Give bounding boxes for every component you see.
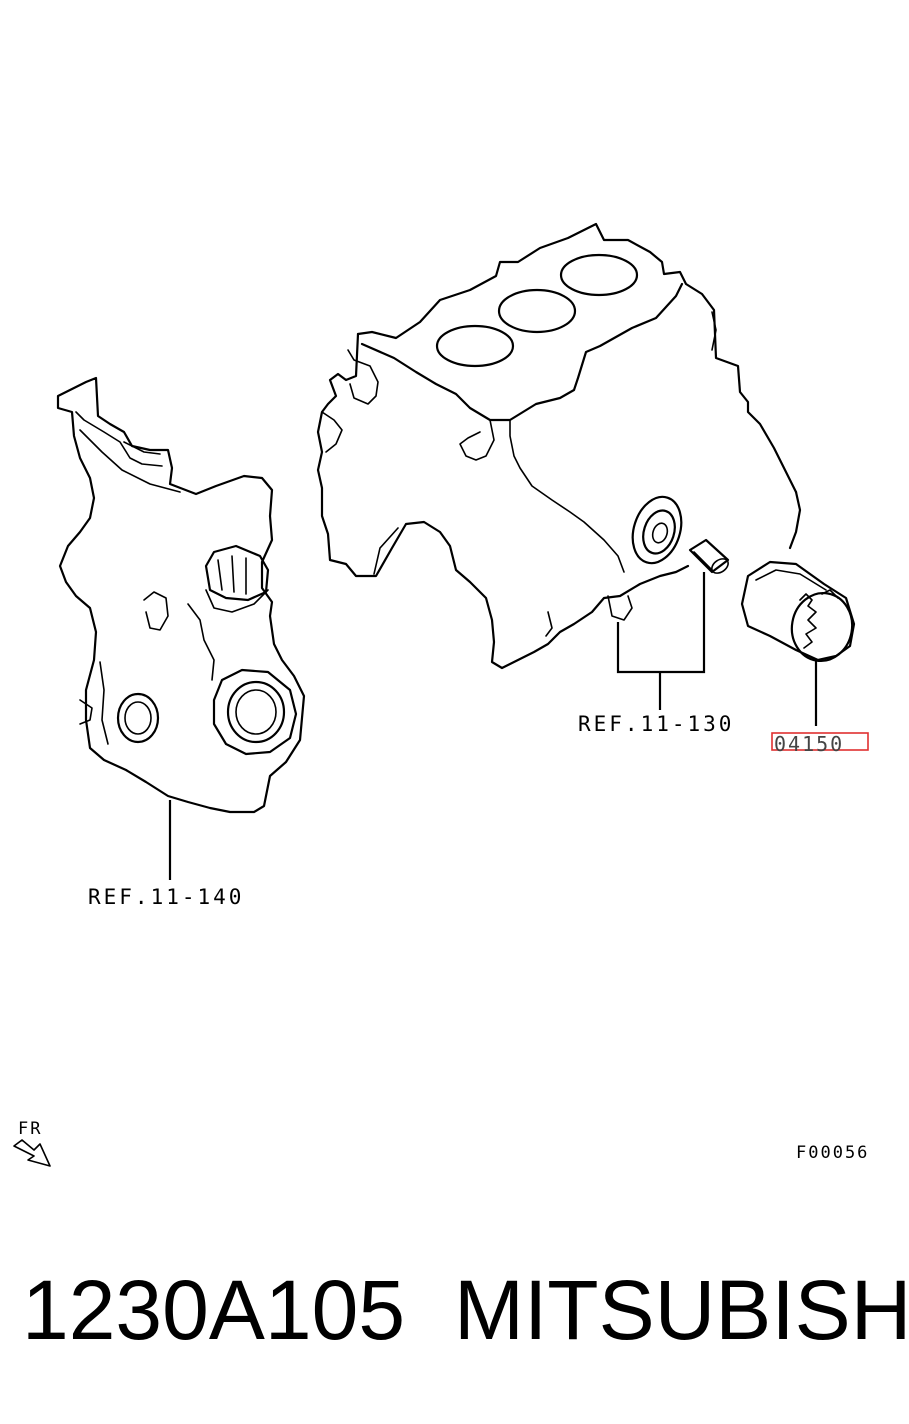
callout-highlight-box[interactable] (771, 732, 869, 751)
front-direction-arrow-icon (13, 1139, 51, 1167)
ref-label-11-130[interactable]: REF.11-130 (578, 712, 734, 736)
front-label: FR (18, 1119, 42, 1139)
part-number: 1230A105 (22, 1263, 406, 1357)
figure-code: F00056 (796, 1143, 869, 1163)
ref-label-11-140[interactable]: REF.11-140 (88, 885, 244, 909)
callout-part-number[interactable]: 04150 (774, 732, 844, 756)
engine-block-drawing (316, 222, 802, 670)
brand-name: MITSUBISHI (454, 1263, 909, 1357)
footer: 1230A105 MITSUBISHI (0, 1262, 909, 1372)
oil-filter-drawing (740, 560, 856, 662)
leader-lines (168, 572, 818, 880)
timing-cover-drawing (56, 376, 306, 814)
